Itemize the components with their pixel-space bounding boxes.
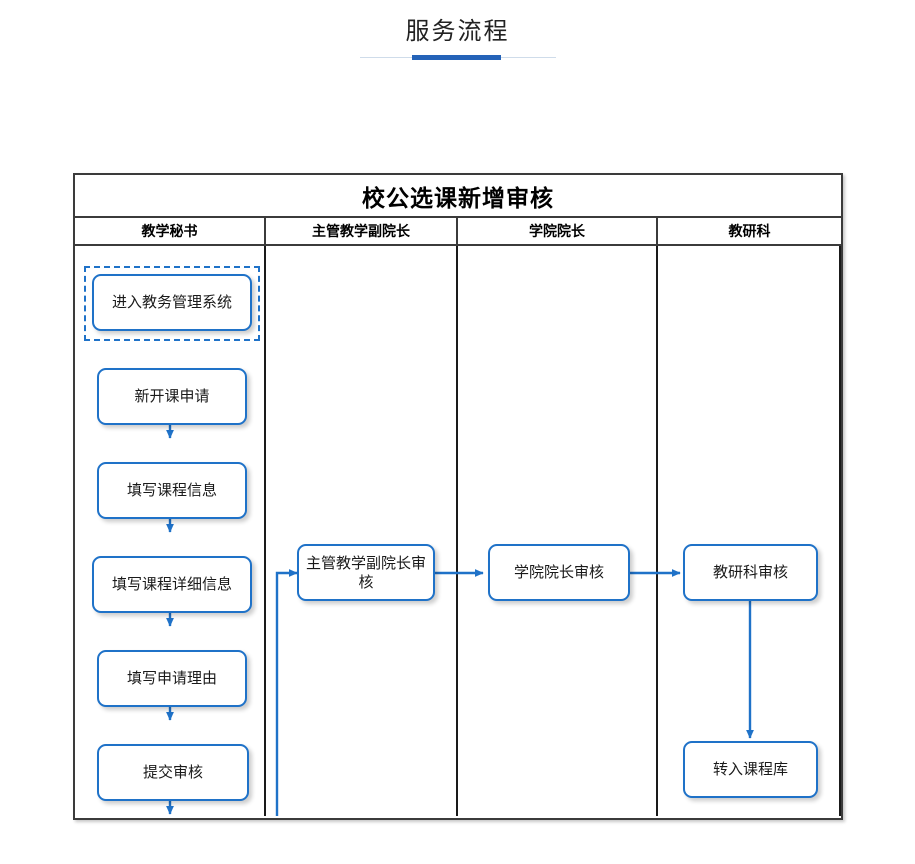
page-title: 服务流程 bbox=[405, 17, 510, 45]
lane-header-label: 教研科 bbox=[728, 224, 771, 240]
node-label: 填写申请理由 bbox=[126, 669, 217, 687]
lane-column-jiaoyanke bbox=[658, 246, 841, 816]
node-into-library[interactable]: 转入课程库 bbox=[683, 741, 818, 798]
node-label: 填写课程详细信息 bbox=[111, 575, 232, 593]
lane-header-label: 学院院长 bbox=[529, 224, 585, 240]
node-layer: 进入教务管理系统 新开课申请 填写课程信息 填写课程详细信息 填写申请理由 提交… bbox=[75, 246, 841, 816]
node-label: 进入教务管理系统 bbox=[111, 293, 232, 311]
node-label: 提交审核 bbox=[142, 763, 203, 781]
node-vicedean-review[interactable]: 主管教学副院长审核 bbox=[297, 544, 435, 601]
lane-header-yuanzhang: 学院院长 bbox=[458, 218, 658, 244]
lane-header-row: 教学秘书 主管教学副院长 学院院长 教研科 bbox=[75, 218, 841, 246]
page-title-block: 服务流程 bbox=[0, 14, 915, 48]
node-label: 填写课程信息 bbox=[126, 481, 217, 499]
lane-column-yuanzhang bbox=[458, 246, 658, 816]
lane-column-jiaoxuemishu bbox=[75, 246, 266, 816]
node-dean-review[interactable]: 学院院长审核 bbox=[488, 544, 630, 601]
node-submit-review[interactable]: 提交审核 bbox=[97, 744, 249, 801]
node-section-review[interactable]: 教研科审核 bbox=[683, 544, 818, 601]
node-label: 主管教学副院长审核 bbox=[305, 553, 426, 591]
flowchart-title: 校公选课新增审核 bbox=[362, 185, 554, 212]
node-label: 新开课申请 bbox=[134, 387, 210, 405]
lane-column-fuyuanzhang bbox=[266, 246, 458, 816]
lane-body: 进入教务管理系统 新开课申请 填写课程信息 填写课程详细信息 填写申请理由 提交… bbox=[75, 246, 841, 816]
node-label: 学院院长审核 bbox=[513, 563, 604, 581]
title-rule-accent bbox=[412, 55, 501, 60]
node-label: 教研科审核 bbox=[712, 563, 788, 581]
lane-header-label: 教学秘书 bbox=[141, 224, 198, 240]
node-new-course[interactable]: 新开课申请 bbox=[97, 368, 247, 425]
node-course-detail[interactable]: 填写课程详细信息 bbox=[92, 556, 252, 613]
lane-header-jiaoxuemishu: 教学秘书 bbox=[75, 218, 266, 244]
flowchart-title-row: 校公选课新增审核 bbox=[75, 175, 841, 218]
lane-header-fuyuanzhang: 主管教学副院长 bbox=[266, 218, 458, 244]
node-enter-system[interactable]: 进入教务管理系统 bbox=[92, 274, 252, 331]
lane-header-label: 主管教学副院长 bbox=[312, 224, 410, 240]
node-apply-reason[interactable]: 填写申请理由 bbox=[97, 650, 247, 707]
flowchart-table: 校公选课新增审核 教学秘书 主管教学副院长 学院院长 教研科 bbox=[73, 173, 843, 820]
node-label: 转入课程库 bbox=[712, 760, 788, 778]
selection-ring[interactable] bbox=[84, 266, 260, 341]
node-course-info[interactable]: 填写课程信息 bbox=[97, 462, 247, 519]
lane-header-jiaoyanke: 教研科 bbox=[658, 218, 841, 244]
